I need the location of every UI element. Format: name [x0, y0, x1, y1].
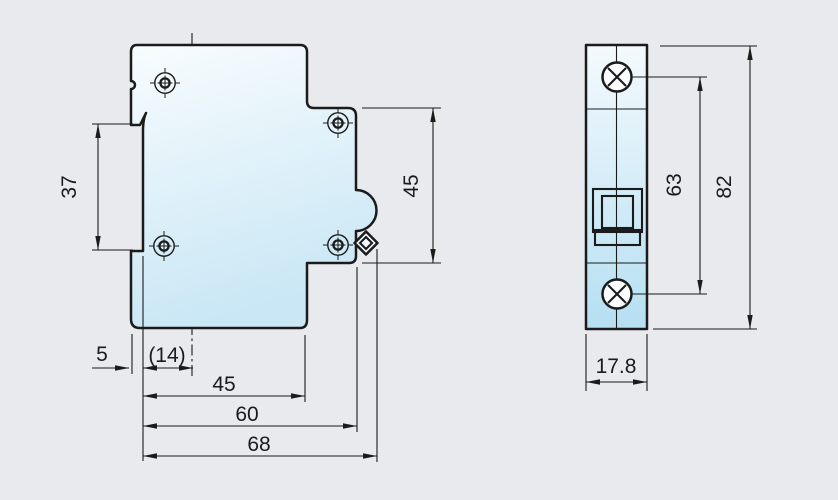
toggle-base	[593, 228, 642, 247]
dimension-section-height: 45	[362, 107, 441, 264]
dimension-depth-68: 68	[143, 433, 377, 459]
side-view: 37 45 5 (14) 45 6	[58, 33, 441, 462]
dimension-82-label: 82	[713, 175, 736, 198]
dimension-module-width: 17.8	[585, 334, 648, 391]
dimension-45-label: 45	[212, 373, 235, 396]
mounting-rivet-icon	[150, 68, 180, 98]
side-view-body	[129, 43, 378, 330]
mounting-rivet-icon	[323, 230, 353, 260]
terminal-screw-icon	[353, 230, 379, 256]
dimension-17.8-label: 17.8	[596, 355, 637, 378]
toggle-switch	[591, 187, 644, 247]
dimension-5-label: 5	[96, 343, 108, 366]
dimension-screw-pitch: 63	[632, 76, 707, 295]
toggle-frame	[591, 187, 644, 234]
phillips-screw-icon	[601, 278, 633, 310]
dimension-recess-depth: 5	[92, 343, 129, 371]
dimension-45v-label: 45	[400, 174, 423, 197]
dimension-overall-height: 82	[653, 45, 757, 330]
dimension-68-label: 68	[247, 433, 270, 456]
front-view: 63 82 17.8	[584, 43, 757, 391]
dimension-14-label: (14)	[148, 344, 185, 367]
mounting-rivet-icon	[323, 108, 353, 138]
dimension-depth-60: 60	[143, 403, 357, 429]
dimension-recess-height: 37	[58, 123, 133, 251]
dimension-37-label: 37	[58, 175, 81, 198]
phillips-screw-icon	[601, 61, 633, 93]
toggle-handle	[600, 194, 635, 230]
dimension-center-offset: (14)	[143, 344, 193, 371]
mounting-rivet-icon	[149, 231, 179, 261]
dimension-60-label: 60	[235, 403, 258, 426]
dimension-depth-45: 45	[143, 373, 305, 399]
dimension-63-label: 63	[663, 173, 686, 196]
